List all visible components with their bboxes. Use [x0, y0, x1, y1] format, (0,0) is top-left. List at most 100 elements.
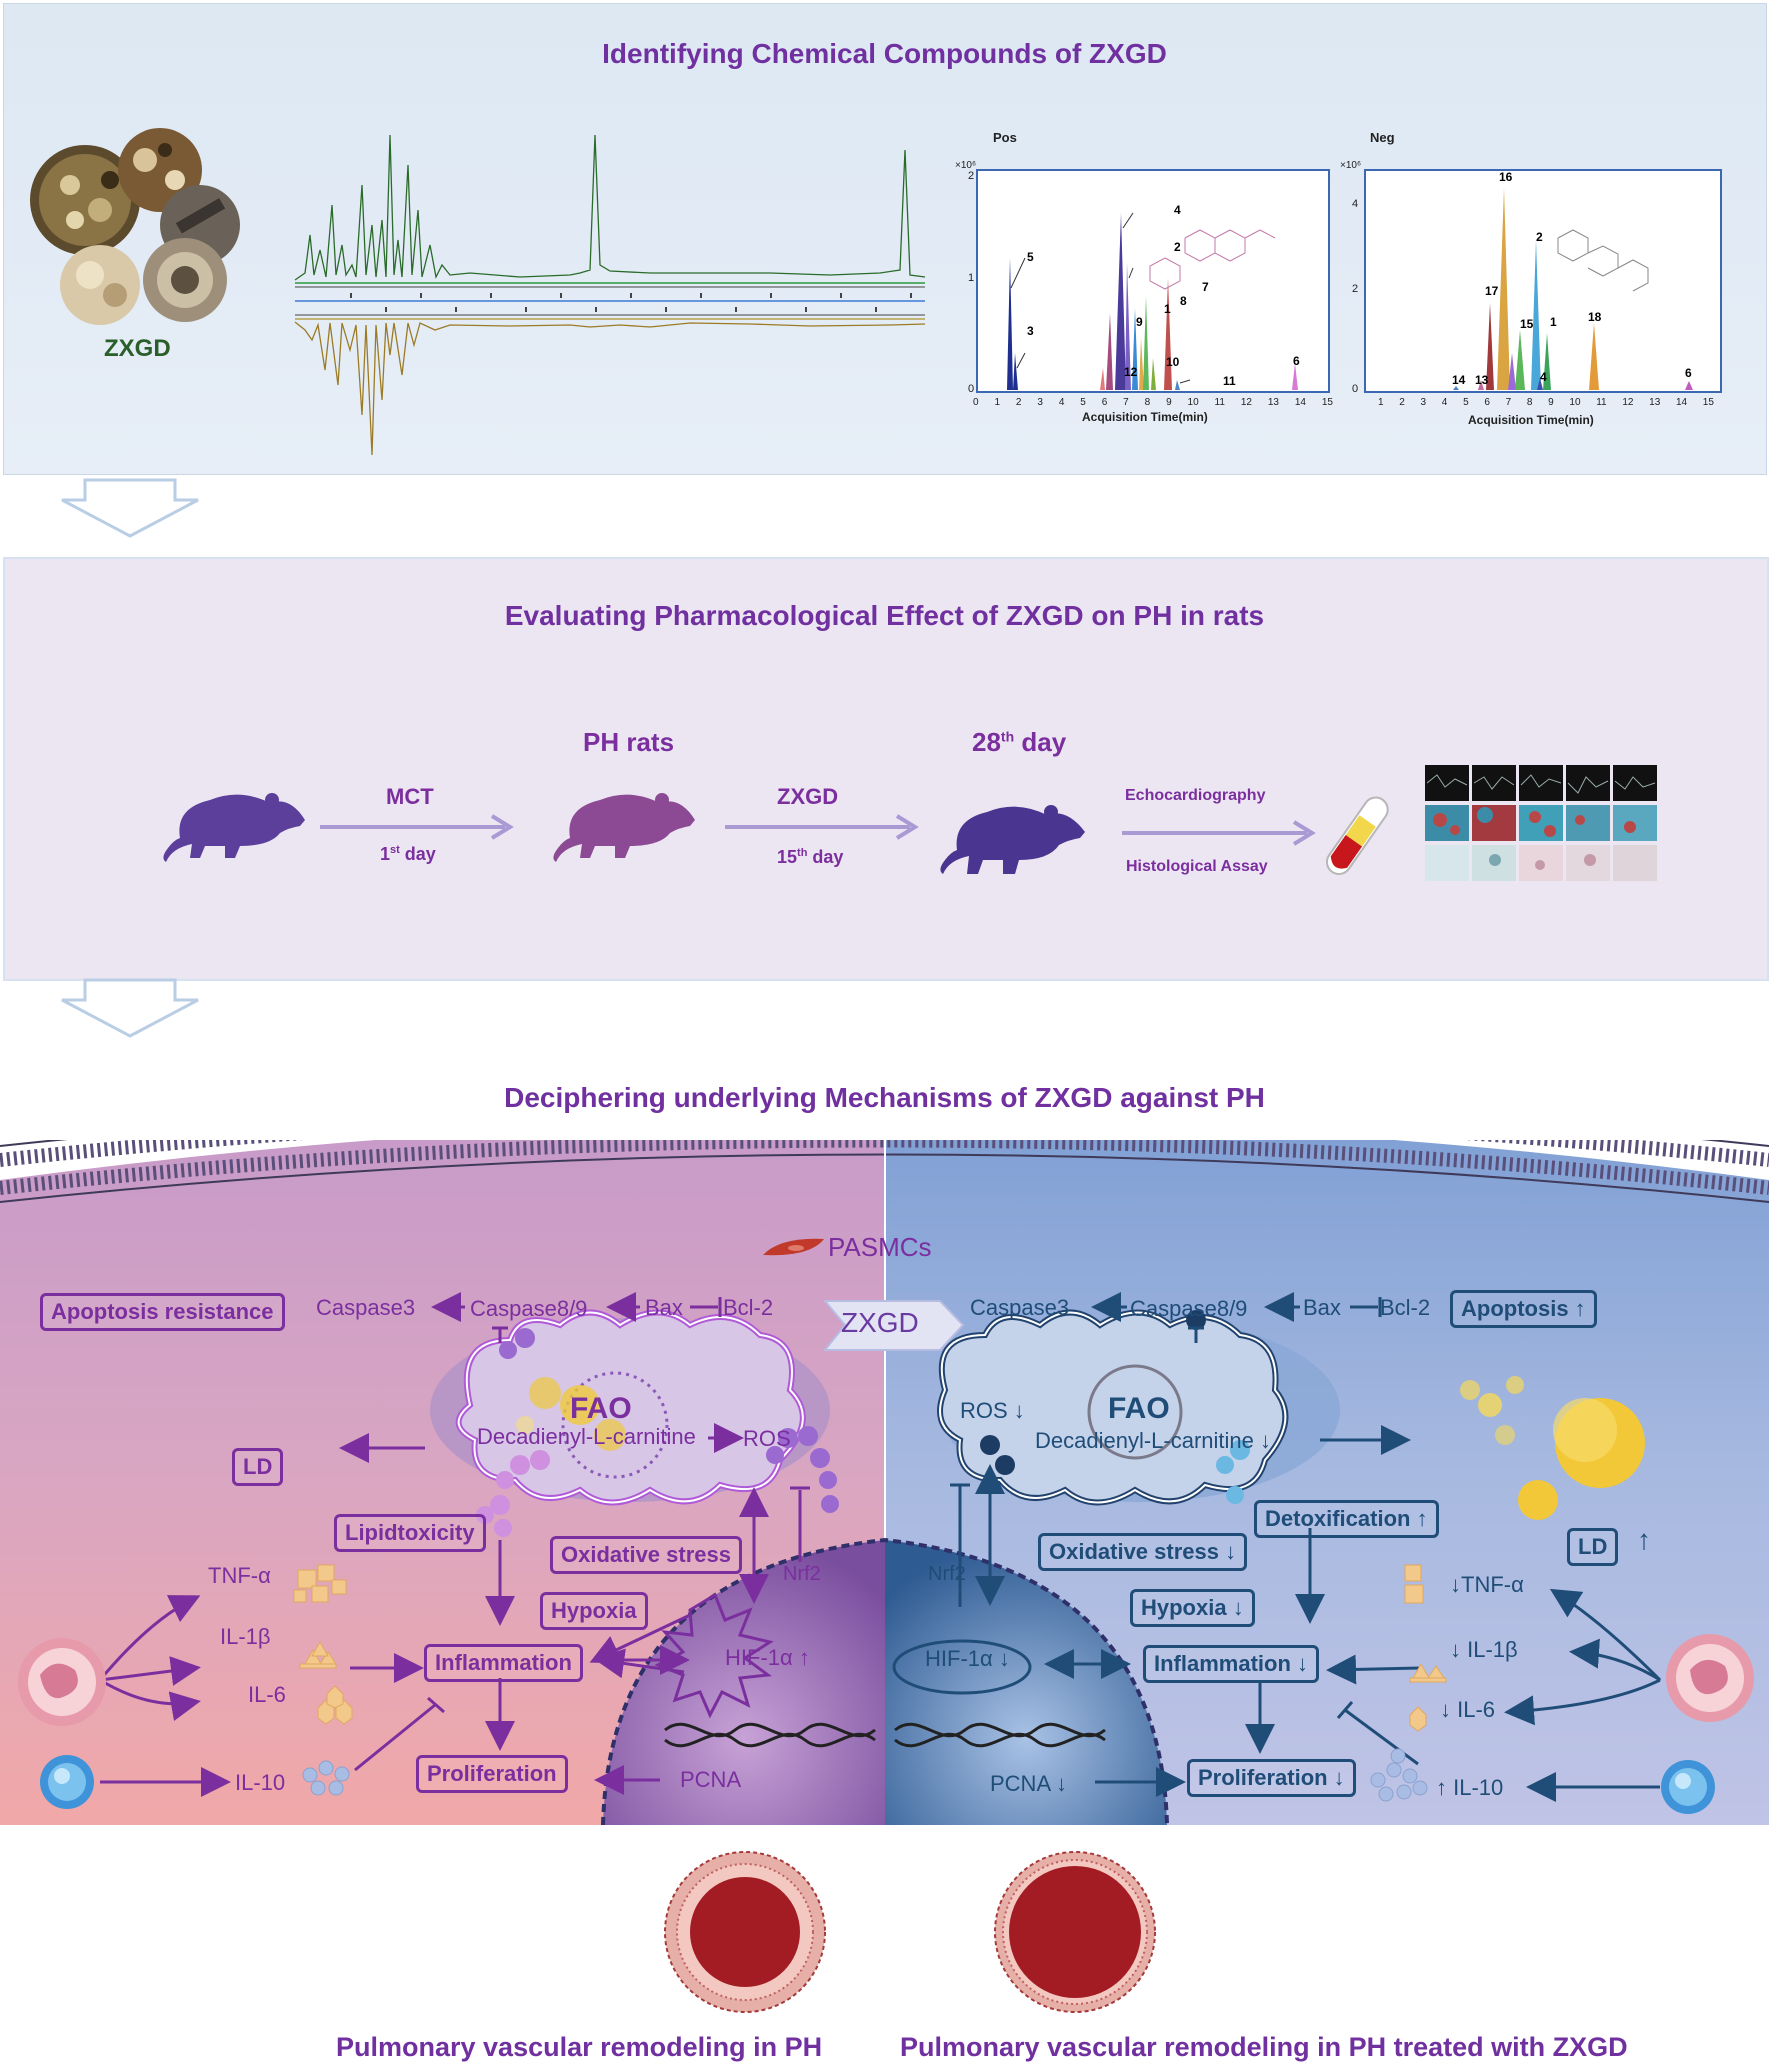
lymphocyte-icon	[40, 1755, 1715, 1814]
section3-title: Deciphering underlying Mechanisms of ZXG…	[504, 1082, 1265, 1113]
pos-exp-label: ×10⁶	[955, 160, 977, 171]
peak-label: 1	[1550, 315, 1557, 329]
mirror-chromatogram	[294, 134, 926, 456]
oxidative-stress-box: Oxidative stress	[550, 1536, 742, 1574]
day15-label: 15th day	[777, 847, 844, 867]
peak-label: 16	[1499, 170, 1513, 184]
peak-label: 6	[1293, 354, 1300, 368]
pos-chromatogram-plot	[976, 169, 1330, 393]
apoptosis-box: Apoptosis ↑	[1450, 1290, 1597, 1328]
pos-xtick: 12	[1240, 397, 1252, 408]
herb-label: ZXGD	[104, 335, 171, 362]
pos-xtick: 13	[1267, 397, 1279, 408]
peak-label: 5	[1027, 250, 1034, 264]
neg-ytick: 0	[1352, 383, 1359, 395]
tnf-alpha-label: ↓TNF-α	[1450, 1572, 1524, 1597]
peak-label: 2	[1536, 230, 1543, 244]
fao-label: FAO	[570, 1392, 632, 1425]
peak-label: 4	[1540, 370, 1547, 384]
decadienyl-label: Decadienyl-L-carnitine ↓	[1035, 1428, 1271, 1453]
pos-xtick: 5	[1080, 397, 1086, 408]
tnf-alpha-label: TNF-α	[208, 1563, 271, 1588]
pos-chart-title: Pos	[993, 130, 1017, 145]
il6-label: IL-6	[248, 1682, 286, 1707]
peak-label: 14	[1452, 373, 1466, 387]
fao-label: FAO	[1108, 1392, 1170, 1425]
neg-xtick: 10	[1569, 397, 1581, 408]
pos-xtick: 3	[1037, 397, 1043, 408]
pos-xtick: 4	[1058, 397, 1065, 408]
peak-label: 10	[1166, 355, 1180, 369]
hif1a-label: HIF-1α ↑	[725, 1645, 810, 1670]
il6-label: ↓ IL-6	[1440, 1697, 1496, 1722]
pcna-label: PCNA ↓	[990, 1771, 1068, 1796]
echo-histology-image-grid	[1425, 765, 1657, 881]
hypoxia-box: Hypoxia ↓	[1130, 1589, 1255, 1627]
arrow-icon	[320, 814, 514, 840]
neg-xtick: 4	[1441, 397, 1448, 408]
pos-xtick: 10	[1187, 397, 1199, 408]
il10-label: IL-10	[235, 1770, 286, 1795]
proliferation-box: Proliferation ↓	[1187, 1759, 1356, 1797]
pos-xtick: 9	[1166, 397, 1172, 408]
herb-collage-image	[30, 128, 240, 325]
neg-xtick: 12	[1622, 397, 1634, 408]
peak-label: 2	[1174, 240, 1181, 254]
peak-label: 18	[1588, 310, 1602, 324]
hypoxia-box: Hypoxia	[540, 1592, 648, 1630]
caspase89-label: Caspase8/9	[470, 1296, 588, 1321]
ld-box: LD	[1567, 1528, 1619, 1566]
peak-label: 7	[1202, 280, 1209, 294]
ph-rats-label: PH rats	[583, 727, 675, 757]
nrf2-label: Nrf2	[783, 1563, 821, 1585]
peak-label: 13	[1475, 373, 1489, 387]
pos-x-axis-label: Acquisition Time(min)	[1082, 410, 1208, 424]
neg-xtick: 5	[1463, 397, 1469, 408]
neg-xtick: 9	[1548, 397, 1554, 408]
ld-box: LD	[232, 1448, 284, 1486]
pathway-arrows-overlay	[18, 1292, 1754, 1814]
zxgd-label: ZXGD	[841, 1307, 919, 1338]
echocardiography-label: Echocardiography	[1125, 787, 1266, 804]
peak-label: 9	[1136, 315, 1143, 329]
peak-label: 3	[1027, 324, 1034, 338]
day1-label: 1st day	[380, 844, 436, 864]
detoxification-box: Detoxification ↑	[1254, 1500, 1439, 1538]
neg-chart-title: Neg	[1370, 130, 1395, 145]
arrow-icon	[1122, 820, 1316, 846]
lipidtoxicity-box: Lipidtoxicity	[334, 1514, 486, 1552]
neg-xtick: 13	[1649, 397, 1661, 408]
vessel-cross-section-ph	[664, 1851, 826, 2013]
neg-xtick: 7	[1505, 397, 1512, 408]
neg-xtick: 6	[1484, 397, 1490, 408]
neg-xtick: 11	[1596, 397, 1607, 408]
pos-xtick: 7	[1123, 397, 1129, 408]
neg-xtick: 8	[1526, 397, 1533, 408]
vessel-cross-section-treated	[994, 1851, 1156, 2013]
pos-xtick: 15	[1321, 397, 1333, 408]
bax-label: Bax	[1303, 1295, 1341, 1320]
bax-label: Bax	[645, 1295, 683, 1320]
neg-xtick: 3	[1420, 397, 1427, 408]
inflammation-box: Inflammation ↓	[1143, 1645, 1320, 1683]
neg-ytick: 2	[1352, 283, 1359, 295]
pos-xtick: 6	[1101, 397, 1108, 408]
ros-label: ROS ↓	[960, 1398, 1025, 1423]
bcl2-label: Bcl-2	[723, 1295, 774, 1320]
blood-tube-icon	[1325, 796, 1389, 876]
histological-assay-label: Histological Assay	[1126, 858, 1268, 875]
il1b-label: IL-1β	[220, 1624, 271, 1649]
peak-label: 1	[1164, 302, 1171, 316]
macrophage-icon	[18, 1634, 1754, 1726]
pos-ytick: 0	[968, 383, 975, 395]
rat-icon	[553, 793, 695, 862]
pos-xtick: 8	[1144, 397, 1151, 408]
neg-xtick: 15	[1702, 397, 1714, 408]
neg-xtick: 2	[1399, 397, 1405, 408]
ros-label: ROS	[743, 1426, 791, 1451]
oxidative-stress-box: Oxidative stress ↓	[1038, 1533, 1248, 1571]
peak-label: 11	[1223, 374, 1236, 388]
il10-label: ↑ IL-10	[1436, 1775, 1504, 1800]
mct-label: MCT	[386, 784, 434, 809]
